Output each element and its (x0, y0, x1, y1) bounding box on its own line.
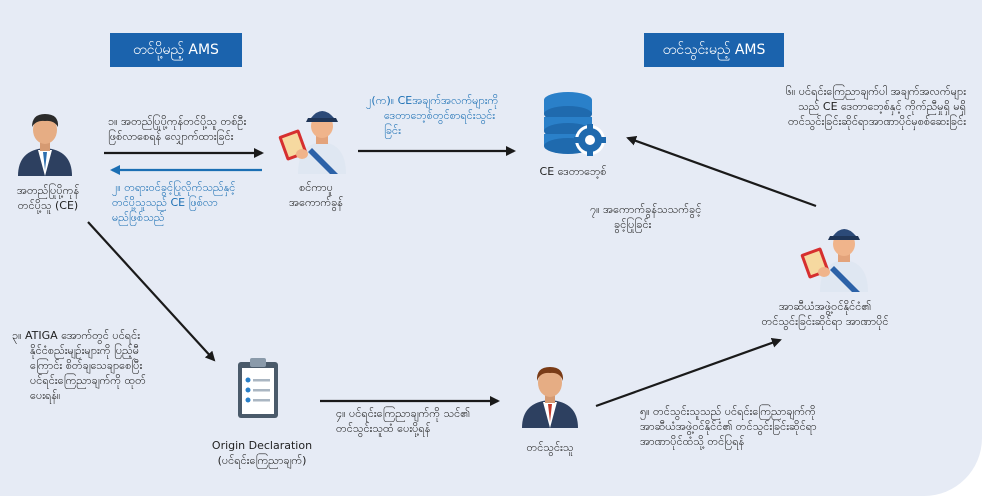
singapore-customs-label: စင်ကာပူအကောက်ခွန် (288, 181, 343, 209)
export-ams-title: တင်ပို့မည့် AMS (110, 33, 242, 67)
step5-text: ၅။ တင်သွင်းသူသည် ပင်ရင်းကြေညာချက်ကိုအာဆီ… (640, 405, 817, 448)
step1-text: ၁။ အတည်ပြုပို့ကုန်တင်ပို့သူ တစ်ဦးဖြစ်လာစ… (108, 115, 247, 143)
step3-text: ၃။ ATIGA အောက်တွင် ပင်ရင်းနိုင်ငံစည်းမျဉ… (12, 329, 146, 402)
import-customs-label: အာဆီယံအဖွဲ့ဝင်နိုင်ငံ၏တင်သွင်းခြင်းဆိုင်… (761, 300, 889, 328)
arrow-verify-db (626, 136, 817, 208)
clipboard-icon (238, 358, 278, 418)
database-icon (544, 92, 606, 156)
step2-text: ၂။ တရားဝင်ခွင့်ပြုလိုက်သည်နှင့်တင်ပို့သူ… (112, 181, 236, 224)
step4-text: ၄။ ပင်ရင်းကြေညာချက်ကို သင်၏တင်သွင်းသူထံ … (336, 407, 471, 435)
exporter-icon (18, 114, 72, 176)
step6-text: ၆။ ပင်ရင်းကြေညာချက်ပါ အချက်အလက်များသည် C… (785, 85, 966, 128)
importer-label: တင်သွင်းသူ (526, 441, 574, 454)
ce-database-label: CE ဒေတာဘေ့စ် (539, 165, 607, 178)
origin-declaration-label: Origin Declaration(ပင်ရင်းကြေညာချက်) (211, 439, 313, 467)
arrow-issue-declaration (87, 221, 216, 362)
customs-officer-icon (278, 111, 346, 174)
import-ams-title: တင်သွင်းမည့် AMS (644, 33, 784, 67)
exporter-label: အတည်ပြုပို့ကုန်တင်ပို့သူ (CE) (16, 184, 80, 212)
step2a-text: ၂(က)။ CEအချက်အလက်များကိုဒေတာဘေ့စ်တွင်စာရ… (366, 94, 499, 137)
step7-text: ၇။ အကောက်ခွန်သသက်ခွင့်ခွင့်ပြုခြင်း (590, 203, 702, 231)
arrow-submit-customs (595, 337, 782, 408)
import-customs-officer-icon (800, 229, 868, 292)
importer-icon (522, 367, 578, 428)
